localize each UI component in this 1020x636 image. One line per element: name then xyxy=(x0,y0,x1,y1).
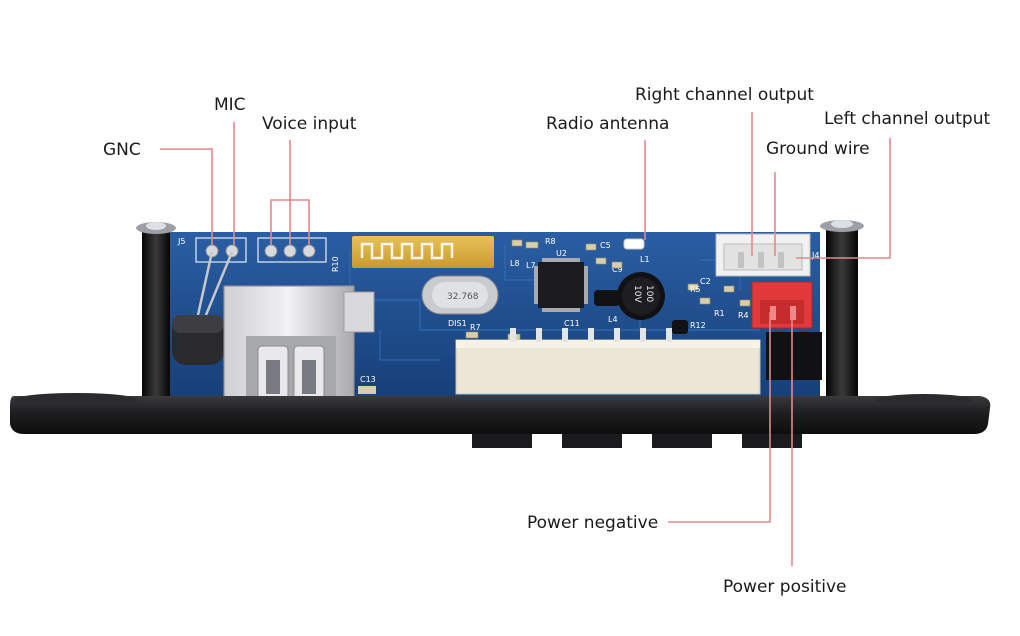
pcb-r1-label: R1 xyxy=(714,309,725,318)
front-panel xyxy=(10,393,991,434)
leader-gnc xyxy=(160,148,213,245)
power-connector xyxy=(751,281,813,329)
pcb-r8-label: R8 xyxy=(545,237,556,246)
pcb-l1-label: L1 xyxy=(640,255,650,264)
leader-lines xyxy=(160,112,891,566)
pcb-l8-label: L8 xyxy=(510,259,520,268)
pcb-l7-label: L7 xyxy=(526,261,536,270)
power-positive-label: Power positive xyxy=(723,577,847,597)
pcb-r5-label: R5 xyxy=(690,285,701,294)
smd-part-c13 xyxy=(358,386,376,394)
mic-leads xyxy=(196,251,234,316)
gnc-label: GNC xyxy=(103,140,141,160)
left-channel-output-label: Left channel output xyxy=(824,109,991,129)
left-mounting-post xyxy=(136,222,176,402)
display-pins xyxy=(510,328,672,342)
voice-input-header xyxy=(257,237,327,263)
crystal-oscillator xyxy=(421,275,499,315)
pcb-j4-label: J4 xyxy=(811,251,819,260)
pcb-ds1-label: DIS1 xyxy=(448,319,467,328)
power-negative-label: Power negative xyxy=(527,513,659,533)
pcb-r12-label: R12 xyxy=(690,321,706,330)
pcb-j5-label: J5 xyxy=(177,237,185,246)
pcb-c9-label: C9 xyxy=(612,265,623,274)
mic-label: MIC xyxy=(214,95,246,115)
pcb-r10-label: R10 xyxy=(331,256,340,272)
electrolytic-capacitor xyxy=(617,272,665,320)
main-ic xyxy=(534,258,588,312)
panel-buttons xyxy=(472,434,802,448)
cap-value-marking: 100 xyxy=(644,285,654,302)
pcb-r4-label: R4 xyxy=(738,311,749,320)
radio-antenna-pad xyxy=(623,238,645,250)
leader-left-channel xyxy=(796,138,891,259)
cap-voltage-marking: 10V xyxy=(632,285,642,303)
right-mounting-post xyxy=(820,220,864,402)
antenna-trace-pattern xyxy=(360,242,454,260)
pcb-u2-label: U2 xyxy=(556,249,567,258)
pcb-r7-label: R7 xyxy=(470,323,481,332)
ground-wire-label: Ground wire xyxy=(766,139,870,159)
voice-pin-2 xyxy=(283,244,297,258)
j5-header xyxy=(195,237,247,263)
voice-input-label: Voice input xyxy=(262,114,357,134)
audio-output-connector xyxy=(715,233,811,277)
voice-pin-3 xyxy=(302,244,316,258)
pcb-l4-label: L4 xyxy=(608,315,618,324)
right-channel-output-label: Right channel output xyxy=(635,85,814,105)
pcb-c2-label: C2 xyxy=(700,277,711,286)
pcb-c13-label: C13 xyxy=(360,375,376,384)
pcb-c5-label: C5 xyxy=(600,241,611,250)
power-connector-housing xyxy=(766,332,822,380)
display-strip xyxy=(455,339,761,395)
microphone xyxy=(172,315,224,365)
usb-port xyxy=(223,285,375,403)
pcb-c11-label: C11 xyxy=(564,319,580,328)
mic-pin xyxy=(225,244,239,258)
leader-power-negative xyxy=(668,312,771,523)
ferrite-inductors xyxy=(594,290,688,334)
crystal-marking: 32.768 xyxy=(447,292,479,302)
radio-antenna-label: Radio antenna xyxy=(546,114,670,134)
voice-pin-1 xyxy=(264,244,278,258)
